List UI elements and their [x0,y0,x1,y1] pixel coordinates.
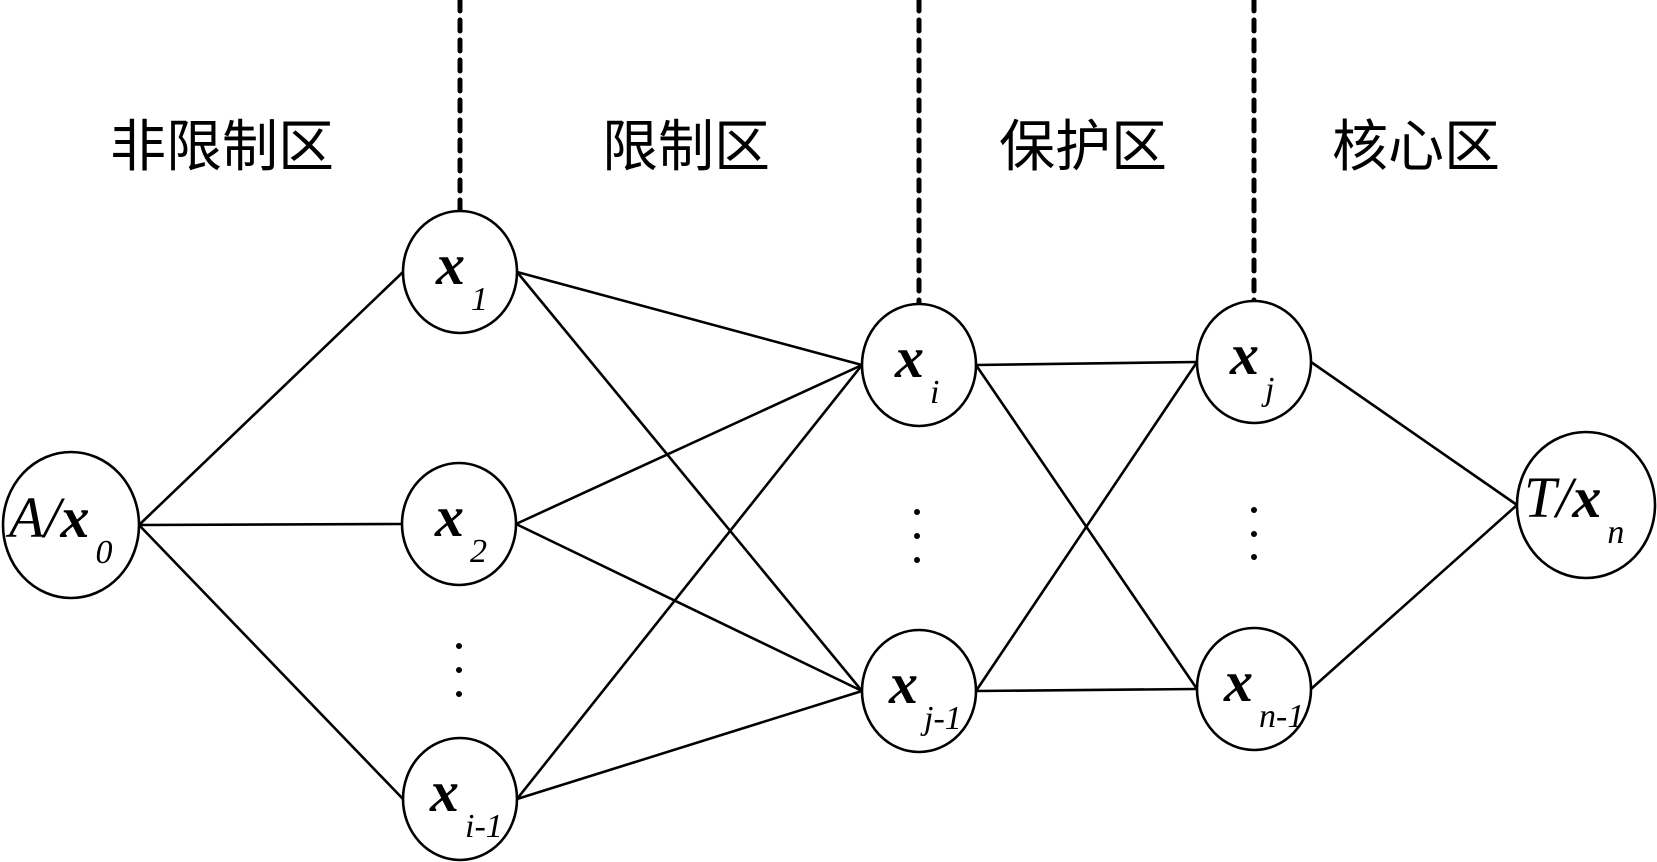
edge-x2-xj_1 [515,522,863,693]
node-label: x2 [434,484,487,570]
node-xj_1: xj-1 [860,628,978,754]
node-label-subscript-var: n [1259,698,1276,735]
node-circle [401,209,519,335]
node-label-variable: x [1571,465,1601,530]
node-circle [860,302,978,428]
node-label-variable: x [888,651,918,716]
node-label-subscript-var: i [465,808,474,845]
edge-x0-x2 [138,522,403,527]
node-circle [401,736,519,862]
node-circle [860,628,978,754]
node-label: xj-1 [888,651,962,737]
ellipsis-dot [1251,554,1257,560]
edge-x0-xi_1 [138,524,404,800]
ellipsis-dot [914,557,920,563]
node-circle [1195,626,1313,752]
node-label-subscript-var: j [920,700,933,737]
node-label-subscript-var: j [1261,371,1274,408]
node-label-variable: x [1223,649,1253,714]
ellipsis-dot [1251,507,1257,513]
node-label-subscript: 0 [96,534,113,571]
edges [138,270,1518,801]
zone-label-protected: 保护区 [999,115,1167,180]
edge-xj_1-xn_1 [975,687,1198,693]
edge-xj-xn [1310,360,1518,507]
edge-xj_1-xj [974,361,1199,692]
zone-label-unrestricted: 非限制区 [110,115,334,180]
node-label-variable: x [429,759,459,824]
zone-label-restricted: 限制区 [602,115,770,180]
ellipsis-vertical-3 [1251,507,1257,560]
node-label-subscript-var: i [930,374,939,411]
edge-x1-xj_1 [515,271,864,692]
zone-labels: 非限制区 限制区 保护区 核心区 [110,115,1500,180]
node-label-variable: x [60,485,90,550]
node-circle [400,461,518,587]
node-label: T/xn [1524,465,1624,551]
edge-xi-xj [975,360,1198,367]
ellipsis-dot [1251,531,1257,537]
ellipsis-dot [914,533,920,539]
node-x0: A/x0 [1,450,141,600]
node-label-variable: x [894,325,924,390]
edge-x0-x1 [138,271,404,526]
node-label-subscript: 1 [471,281,488,318]
node-xn_1: xn-1 [1195,626,1313,752]
node-label: xj [1229,322,1274,408]
node-circle [1515,430,1657,580]
ellipsis-dot [456,691,462,697]
node-label: xn-1 [1223,649,1304,735]
ellipsis-dot [914,509,920,515]
node-xi_1: xi-1 [401,736,519,862]
node-xn: T/xn [1515,430,1657,580]
node-label: xi-1 [429,759,503,845]
node-label-subscript: 2 [470,533,487,570]
node-xj: xj [1195,299,1313,425]
edge-x1-xi [516,270,863,367]
node-label-subscript-num: -1 [474,808,502,845]
zone-label-core: 核心区 [1332,115,1500,180]
node-label-variable: x [1229,322,1259,387]
ellipsis-dot [456,667,462,673]
ellipsis-dot [456,643,462,649]
node-label: xi [894,325,939,411]
ellipsis-vertical-2 [914,509,920,563]
ellipsis-vertical-1 [456,643,462,697]
node-label-subscript-num: -1 [1276,698,1304,735]
node-circle [1195,299,1313,425]
node-circle [1,450,141,600]
ellipsis-markers [456,507,1257,697]
node-x1: x1 [401,209,519,335]
node-label-prefix: A/ [5,485,65,550]
node-label-subscript-num: -1 [933,700,961,737]
node-label-prefix: T/ [1524,465,1577,530]
node-label-variable: x [434,484,464,549]
edge-x2-xi [515,363,863,526]
zone-boundaries [457,0,1257,307]
edge-xi_1-xi [515,364,864,800]
edge-xn_1-xn [1310,504,1518,690]
edge-xi_1-xj_1 [516,689,863,801]
node-label: x1 [435,232,488,318]
node-xi: xi [860,302,978,428]
node-label-subscript-var: n [1607,514,1624,551]
node-label-variable: x [435,232,465,297]
node-x2: x2 [400,461,518,587]
node-label: A/x0 [5,485,113,571]
